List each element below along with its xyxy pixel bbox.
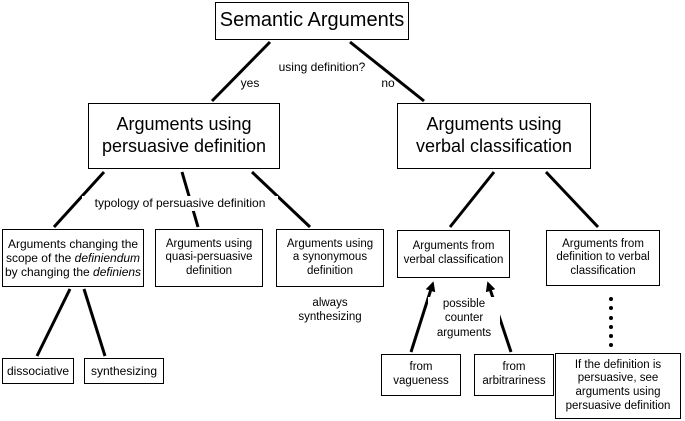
line-changing-to-synthesizing — [82, 288, 107, 357]
ellipsis-dot — [609, 316, 613, 320]
node-vagueness-line2: vagueness — [393, 375, 449, 387]
note-always-line2: synthesizing — [298, 311, 362, 324]
node-verbal-line2: verbal classification — [415, 136, 573, 156]
ellipsis-dot — [609, 334, 613, 338]
node-semantic-arguments-label: Semantic Arguments — [219, 9, 405, 32]
node-changing-line2-text: scope of the — [5, 250, 75, 265]
note-always-line1: always — [312, 297, 348, 309]
term-definiendum: definiendum — [74, 250, 141, 265]
note-line2: persuasive, see — [577, 372, 659, 385]
node-synonymous-line3: definition — [306, 264, 354, 277]
node-arguments-from-verbal-classification: Arguments from verbal classification — [397, 230, 510, 278]
node-from-vagueness: from vagueness — [381, 354, 461, 396]
ellipsis-dot — [609, 343, 613, 347]
node-arguments-using-persuasive-definition: Arguments using persuasive definition — [88, 103, 280, 169]
edge-label-question: using definition? — [278, 60, 366, 74]
label-possible-counter-arguments: possible counter arguments — [428, 297, 500, 341]
node-persuasive-note: If the definition is persuasive, see arg… — [555, 353, 681, 419]
node-arbitrariness-line1: from — [502, 361, 526, 374]
node-from-verbal-line2: verbal classification — [403, 254, 504, 266]
line-persuasive-to-changing — [52, 170, 106, 229]
node-synonymous-line2: a synonymous — [292, 251, 368, 264]
note-line4: persuasive definition — [565, 399, 671, 412]
node-from-definition-line3: classification — [570, 264, 636, 277]
line-verbal-to-from-verbal — [448, 171, 496, 228]
node-from-arbitrariness: from arbitrariness — [474, 354, 554, 396]
node-from-verbal-line1: Arguments from — [412, 240, 495, 253]
node-vagueness-line1: from — [409, 361, 433, 374]
node-changing-line2: scope of the definiendum — [6, 251, 140, 265]
node-changing-line1: Arguments changing the — [7, 236, 139, 251]
node-quasi-line2: quasi-persuasive — [165, 251, 253, 264]
node-from-definition-line2: definition to verbal — [556, 251, 650, 264]
node-arguments-using-verbal-classification: Arguments using verbal classification — [397, 103, 591, 169]
node-persuasive-line2: persuasive definition — [101, 136, 267, 156]
node-synonymous-definition: Arguments using a synonymous definition — [276, 229, 384, 287]
node-quasi-line3: definition — [185, 264, 233, 277]
line-verbal-to-from-definition — [544, 170, 600, 229]
node-synthesizing: synthesizing — [84, 358, 164, 384]
ellipsis-dot — [609, 297, 613, 301]
ellipsis-dot — [609, 306, 613, 310]
node-arguments-from-definition-to-verbal-classification: Arguments from definition to verbal clas… — [546, 230, 660, 286]
counter-line2: counter — [444, 312, 484, 325]
node-arguments-changing-scope: Arguments changing the scope of the defi… — [2, 229, 144, 287]
counter-line3: arguments — [436, 326, 492, 339]
node-changing-line3: by changing the definiens — [5, 265, 141, 279]
node-quasi-persuasive-definition: Arguments using quasi-persuasive definit… — [155, 229, 263, 287]
node-dissociative-label: dissociative — [6, 363, 70, 378]
edge-label-no: no — [381, 76, 395, 90]
node-dissociative: dissociative — [2, 358, 74, 384]
note-line1: If the definition is — [574, 358, 662, 371]
line-changing-to-dissociative — [35, 288, 72, 357]
line-root-to-verbal — [349, 40, 425, 103]
ellipsis-dot — [609, 325, 613, 329]
edge-label-typology: typology of persuasive definition — [82, 196, 278, 211]
line-persuasive-to-synonymous — [250, 170, 312, 229]
note-always-synthesizing: always synthesizing — [290, 296, 370, 325]
line-root-to-persuasive — [210, 40, 272, 103]
node-changing-line3-text: by changing the — [4, 265, 94, 280]
note-line3: arguments using — [575, 386, 661, 398]
counter-line1: possible — [442, 298, 486, 310]
term-definiens: definiens — [93, 265, 142, 280]
node-synthesizing-label: synthesizing — [90, 363, 158, 378]
node-from-definition-line1: Arguments from — [562, 237, 644, 250]
node-verbal-line1: Arguments using — [426, 114, 562, 135]
node-synonymous-line1: Arguments using — [286, 237, 374, 250]
node-persuasive-line1: Arguments using — [116, 114, 252, 135]
node-quasi-line1: Arguments using — [165, 237, 253, 250]
edge-label-yes: yes — [240, 76, 260, 90]
node-semantic-arguments: Semantic Arguments — [215, 2, 409, 40]
node-arbitrariness-line2: arbitrariness — [482, 375, 546, 387]
